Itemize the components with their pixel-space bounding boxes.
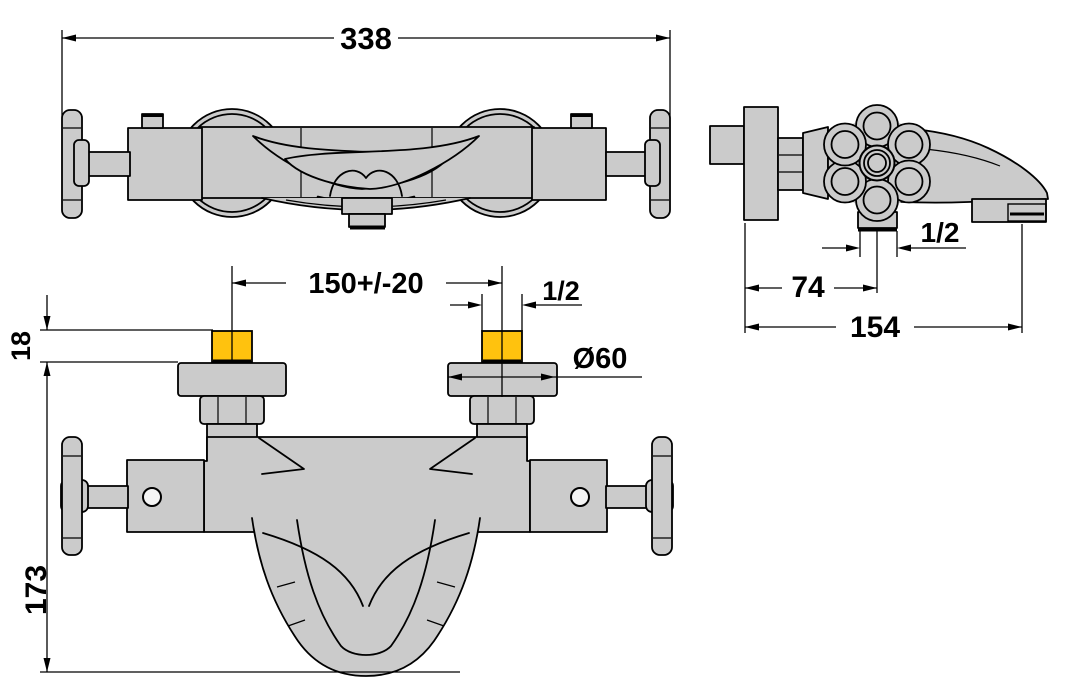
dim-inlet-spacing: 150+/-20 — [231, 266, 503, 397]
overall-width-label: 338 — [340, 21, 392, 56]
dim-spout-drop: 173 — [20, 362, 460, 673]
inlet-thread-label: 1/2 — [542, 276, 580, 306]
dim-overall-depth: 154 — [745, 224, 1023, 344]
spout-front — [252, 518, 480, 676]
right-screw — [570, 487, 590, 507]
dim-overall-width: 338 — [61, 21, 671, 116]
wall-plate — [743, 106, 779, 221]
front-right-cross-handle — [651, 436, 673, 556]
wall-to-outlet-label: 74 — [791, 271, 825, 304]
front-view: 150+/-20 1/2 Ø60 18 — [6, 266, 674, 677]
side-outlet-thread-label: 1/2 — [921, 217, 960, 248]
left-screw — [142, 487, 162, 507]
dim-side-outlet-thread: 1/2 — [822, 217, 966, 257]
side-view: 1/2 74 154 — [709, 104, 1049, 344]
thread-length-label: 18 — [6, 331, 36, 361]
overall-depth-label: 154 — [850, 311, 900, 344]
spout-drop-label: 173 — [20, 565, 53, 615]
dim-flange-diameter: Ø60 — [448, 343, 642, 381]
dim-thread-length: 18 — [6, 295, 213, 363]
inlet-spacing-label: 150+/-20 — [308, 268, 423, 300]
flange-diameter-label: Ø60 — [573, 343, 628, 375]
top-view: 338 — [61, 21, 671, 230]
left-flange — [177, 362, 287, 397]
front-left-cross-handle — [61, 436, 83, 556]
dim-wall-to-outlet: 74 — [744, 223, 878, 333]
front-body — [203, 436, 531, 533]
flower-handle — [823, 104, 931, 222]
dim-front-inlet-thread: 1/2 — [450, 276, 582, 331]
